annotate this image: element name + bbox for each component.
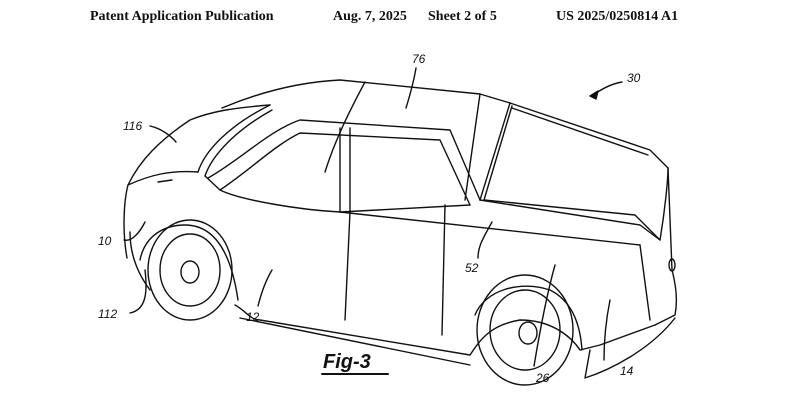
ref-label-14: 14 — [620, 364, 634, 378]
ref-label-76: 76 — [412, 52, 426, 66]
reference-leaders — [123, 67, 623, 367]
ref-label-26: 26 — [535, 371, 550, 385]
ref-label-12: 12 — [246, 310, 260, 324]
ref-label-30: 30 — [627, 71, 641, 85]
figure-title: Fig-3 — [323, 351, 371, 373]
vehicle-outline — [123, 79, 678, 386]
ref-label-116: 116 — [123, 119, 142, 133]
publication-number: US 2025/0250814 A1 — [556, 9, 679, 24]
sheet-number: Sheet 2 of 5 — [428, 9, 497, 24]
ref-label-112: 112 — [98, 307, 117, 321]
publication-type: Patent Application Publication — [90, 9, 274, 24]
ref-label-52: 52 — [465, 261, 479, 275]
ref-label-10: 10 — [98, 234, 112, 248]
publication-date: Aug. 7, 2025 — [333, 9, 407, 24]
